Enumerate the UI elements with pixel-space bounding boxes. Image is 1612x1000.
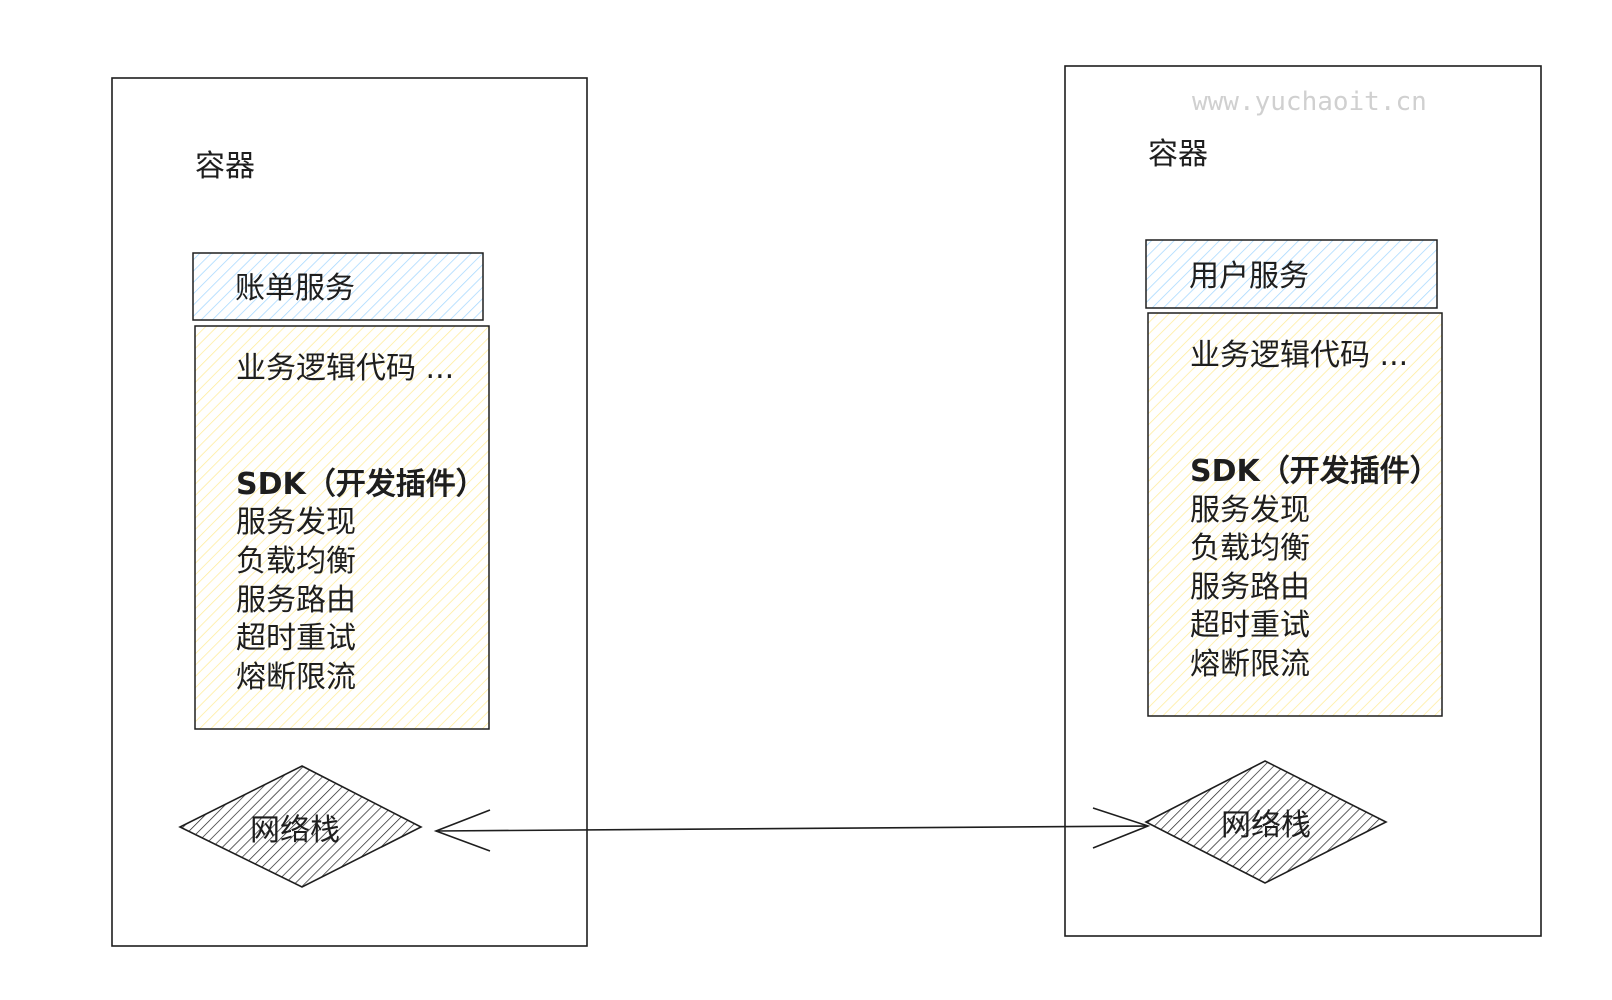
feature-right-load-balancing: 负载均衡 [1190, 531, 1310, 566]
container-left-frame [111, 77, 588, 947]
feature-left-service-routing: 服务路由 [236, 583, 356, 618]
service-name-right: 用户服务 [1189, 259, 1309, 294]
container-left: 容器 账单服务 业务逻辑代码 ... SDK（开发插件） 服务发现 负载均衡 服… [111, 77, 588, 947]
feature-left-circuit-breaker: 熔断限流 [236, 660, 356, 695]
code-box-right [1147, 312, 1443, 717]
service-box-right [1145, 239, 1438, 309]
connection-arrow [433, 807, 1151, 852]
feature-left-load-balancing: 负载均衡 [236, 544, 356, 579]
arrowhead-right [1092, 807, 1151, 849]
network-stack-left-label: 网络栈 [250, 813, 340, 848]
container-right-title: 容器 [1148, 137, 1208, 172]
feature-right-service-discovery: 服务发现 [1190, 493, 1310, 528]
business-code-left: 业务逻辑代码 ... [236, 351, 454, 386]
feature-left-timeout-retry: 超时重试 [236, 621, 356, 656]
arrowhead-left [433, 809, 491, 852]
feature-right-timeout-retry: 超时重试 [1190, 608, 1310, 643]
feature-right-service-routing: 服务路由 [1190, 570, 1310, 605]
network-stack-right [1144, 760, 1388, 884]
service-name-left: 账单服务 [235, 271, 355, 306]
feature-left-service-discovery: 服务发现 [236, 505, 356, 540]
network-stack-left [178, 765, 423, 888]
service-box-left [192, 252, 484, 321]
code-box-left [194, 325, 490, 730]
sdk-title-right: SDK（开发插件） [1190, 454, 1440, 489]
sdk-title-left: SDK（开发插件） [236, 467, 486, 502]
container-right: 容器 用户服务 业务逻辑代码 ... SDK（开发插件） 服务发现 负载均衡 服… [1064, 65, 1542, 937]
feature-right-circuit-breaker: 熔断限流 [1190, 647, 1310, 682]
watermark-text: www.yuchaoit.cn [1192, 87, 1427, 117]
connection-line [435, 825, 1149, 832]
business-code-right: 业务逻辑代码 ... [1190, 338, 1408, 373]
network-stack-right-label: 网络栈 [1221, 808, 1311, 843]
container-right-frame [1064, 65, 1542, 937]
container-left-title: 容器 [195, 149, 255, 184]
